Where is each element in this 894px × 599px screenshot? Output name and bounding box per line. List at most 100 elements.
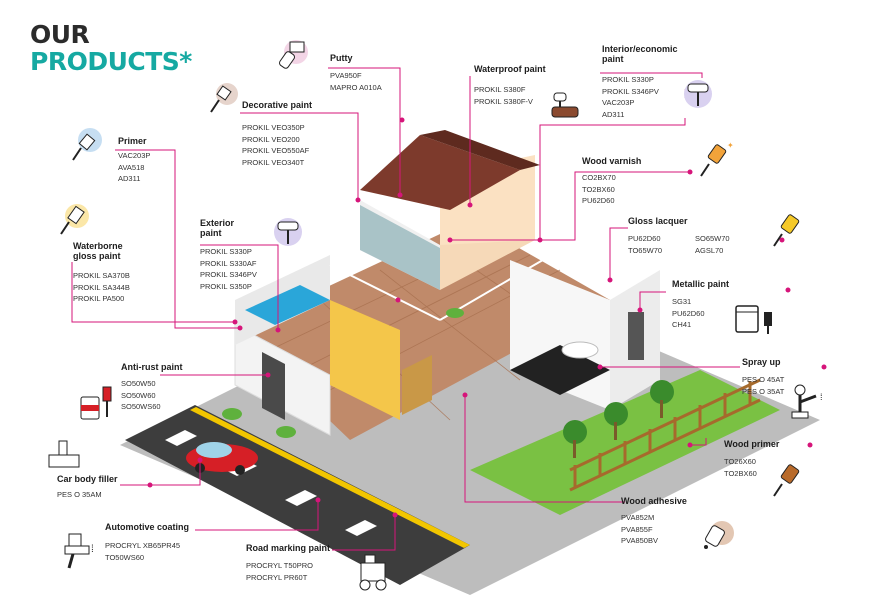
svg-text:⁞: ⁞ bbox=[820, 392, 823, 402]
glue-bottle-icon bbox=[700, 517, 738, 558]
automotive-label: Automotive coating bbox=[105, 522, 190, 532]
svg-text:⁞: ⁞ bbox=[91, 544, 94, 555]
code: AD311 bbox=[602, 109, 625, 119]
code: AD311 bbox=[118, 174, 141, 184]
code: PVA855F bbox=[621, 524, 653, 534]
code: PU62D60 bbox=[672, 308, 705, 318]
code: PROKIL S380F-V bbox=[474, 96, 533, 106]
svg-text:✦: ✦ bbox=[727, 141, 734, 150]
code: PROKIL VEO550AF bbox=[242, 146, 310, 156]
woodvarnish-codes: CO2BX70 TO2BX60 PU62D60 bbox=[582, 172, 616, 207]
waterproof-codes: PROKIL S380F PROKIL S380F-V bbox=[474, 84, 533, 107]
bushes bbox=[222, 308, 464, 438]
exterior-roller-icon bbox=[270, 214, 306, 255]
code: PROKIL S380F bbox=[474, 85, 526, 94]
rust-paint-can-icon bbox=[75, 383, 119, 428]
woodadhesive-label: Wood adhesive bbox=[621, 496, 687, 506]
spray-robot-icon: ⁞ bbox=[788, 382, 832, 427]
wooden-fence bbox=[569, 378, 761, 492]
primer-label: Primer bbox=[118, 136, 147, 146]
paint-can-icon bbox=[732, 298, 780, 341]
code: PES O 35AM bbox=[57, 490, 102, 499]
glosslacquer-label: Gloss lacquer bbox=[628, 216, 688, 226]
code: SO50W50 bbox=[121, 379, 156, 388]
putty-codes: PVA950F MAPRO A010A bbox=[330, 70, 382, 93]
page-title: OUR PRODUCTS* bbox=[30, 22, 192, 74]
code: TO65W70 bbox=[628, 245, 663, 255]
code: VAC203P bbox=[118, 151, 151, 160]
code: PES O 45AT bbox=[742, 375, 785, 384]
title-line2: PRODUCTS* bbox=[30, 47, 192, 76]
lacquer-brush-icon bbox=[770, 210, 810, 255]
code: PROCRYL XB65PR45 bbox=[105, 541, 181, 550]
trees bbox=[563, 380, 674, 458]
woodvarnish-label: Wood varnish bbox=[582, 156, 642, 166]
yellow-wall bbox=[330, 300, 400, 420]
automotive-codes: PROCRYL XB65PR45 TO50WS60 bbox=[105, 540, 180, 563]
spray-gun-icon: ⁞ bbox=[55, 528, 101, 575]
wood-primer-brush-icon bbox=[770, 460, 810, 505]
varnish-brush-icon: ✦ bbox=[697, 140, 737, 185]
filler-knife-icon bbox=[45, 437, 85, 476]
metallic-codes: SG31 PU62D60 CH41 bbox=[672, 296, 705, 331]
code: PROKIL PA500 bbox=[73, 294, 125, 304]
balcony-railing bbox=[329, 249, 561, 321]
waterborne-label: Waterborne gloss paint bbox=[73, 241, 123, 262]
code: SO50WS60 bbox=[121, 402, 161, 412]
road-edge-line bbox=[190, 407, 470, 548]
code: SO50W60 bbox=[121, 390, 156, 400]
title-line1: OUR bbox=[30, 20, 90, 49]
antirust-label: Anti-rust paint bbox=[121, 362, 183, 372]
front-door bbox=[262, 352, 285, 420]
putty-label: Putty bbox=[330, 53, 353, 63]
code: PES O 35AT bbox=[742, 386, 785, 396]
metallic-label: Metallic paint bbox=[672, 279, 730, 289]
glosslacquer-codes-a: PU62D60 TO65W70 bbox=[628, 233, 662, 256]
exterior-codes: PROKIL S330P PROKIL S330AF PROKIL S346PV… bbox=[200, 246, 257, 293]
code: SO65W70 bbox=[695, 234, 730, 243]
paint-brush-icon bbox=[205, 82, 239, 121]
woodadhesive-codes: PVA852M PVA855F PVA850BV bbox=[621, 512, 658, 547]
code: TO26X60 bbox=[724, 457, 756, 466]
code: SG31 bbox=[672, 297, 692, 306]
code: PROCRYL PR60T bbox=[246, 572, 308, 582]
waterborne-codes: PROKIL SA370B PROKIL SA344B PROKIL PA500 bbox=[73, 270, 130, 305]
gloss-brush-icon bbox=[57, 200, 95, 243]
code: PU62D60 bbox=[582, 196, 615, 206]
primer-codes: VAC203P AVA518 AD311 bbox=[118, 150, 150, 185]
roadmarking-label: Road marking paint bbox=[246, 543, 331, 553]
roller-icon bbox=[680, 76, 716, 117]
code: AGSL70 bbox=[695, 245, 724, 255]
roadmarking-codes: PROCRYL T50PRO PROCRYL PR60T bbox=[246, 560, 313, 583]
code: CH41 bbox=[672, 320, 692, 330]
code: PVA950F bbox=[330, 71, 362, 80]
woodprimer-codes: TO26X60 TO2BX60 bbox=[724, 456, 757, 479]
code: TO50WS60 bbox=[105, 552, 145, 562]
code: PROKIL S346PV bbox=[602, 86, 659, 96]
upper-wall-window bbox=[360, 205, 440, 290]
sprayup-codes: PES O 45AT PES O 35AT bbox=[742, 374, 784, 397]
code: PROKIL S330P bbox=[200, 247, 252, 256]
bathtub bbox=[561, 341, 599, 359]
road-marking-machine-icon bbox=[355, 553, 397, 598]
code: PROCRYL T50PRO bbox=[246, 561, 313, 570]
code: PVA852M bbox=[621, 513, 655, 522]
wood-cabinet bbox=[402, 355, 432, 415]
interior-codes: PROKIL S330P PROKIL S346PV VAC203P AD311 bbox=[602, 74, 659, 121]
code: TO2BX60 bbox=[724, 468, 757, 478]
waterproof-label: Waterproof paint bbox=[474, 64, 546, 74]
code: CO2BX70 bbox=[582, 173, 616, 182]
paint-roller-icon bbox=[548, 87, 582, 126]
brush-icon bbox=[68, 128, 104, 169]
code: PROKIL VEO340T bbox=[242, 157, 305, 167]
interior-label: Interior/economic paint bbox=[602, 44, 678, 65]
code: PROKIL SA370B bbox=[73, 271, 130, 280]
roof-side bbox=[420, 130, 540, 170]
sprayup-label: Spray up bbox=[742, 357, 781, 367]
code: PROKIL S350P bbox=[200, 281, 252, 291]
decorative-label: Decorative paint bbox=[242, 100, 313, 110]
code: PROKIL VEO350P bbox=[242, 123, 305, 132]
pool bbox=[245, 285, 330, 325]
code: AVA518 bbox=[118, 162, 145, 172]
